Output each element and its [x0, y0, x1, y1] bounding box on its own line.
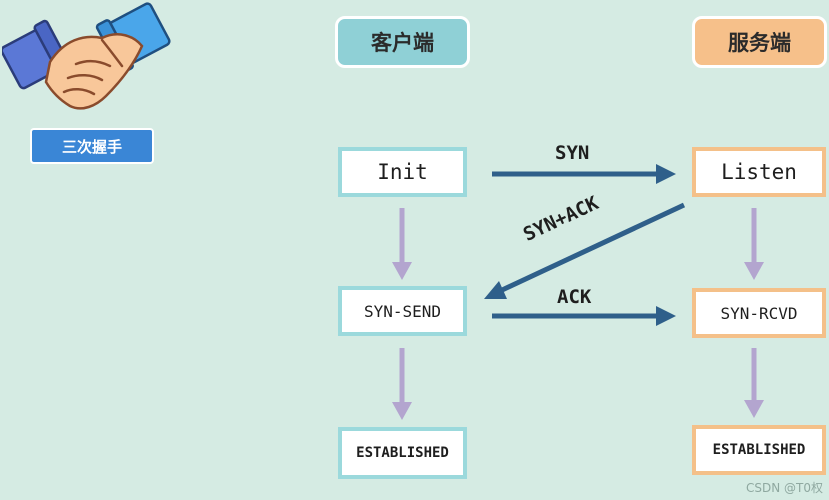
three-way-handshake-badge: 三次握手 [30, 128, 154, 164]
client-header: 客户端 [335, 16, 470, 68]
client-transition-arrow-2 [392, 348, 412, 420]
client-state-syn-send: SYN-SEND [338, 286, 467, 336]
ack-label: ACK [557, 286, 592, 308]
server-header: 服务端 [692, 16, 827, 68]
server-state-syn-rcvd: SYN-RCVD [692, 288, 826, 338]
server-transition-arrow-2 [744, 348, 764, 418]
client-transition-arrow-1 [392, 208, 412, 280]
server-state-listen: Listen [692, 147, 826, 197]
syn-arrow [492, 164, 676, 184]
client-state-init: Init [338, 147, 467, 197]
ack-arrow [492, 306, 676, 326]
syn-ack-arrow [484, 202, 686, 299]
client-state-established: ESTABLISHED [338, 427, 467, 479]
server-transition-arrow-1 [744, 208, 764, 280]
handshake-icon [2, 2, 171, 110]
watermark: CSDN @T0权 [746, 481, 823, 495]
syn-label: SYN [555, 142, 590, 164]
server-state-established: ESTABLISHED [692, 425, 826, 475]
